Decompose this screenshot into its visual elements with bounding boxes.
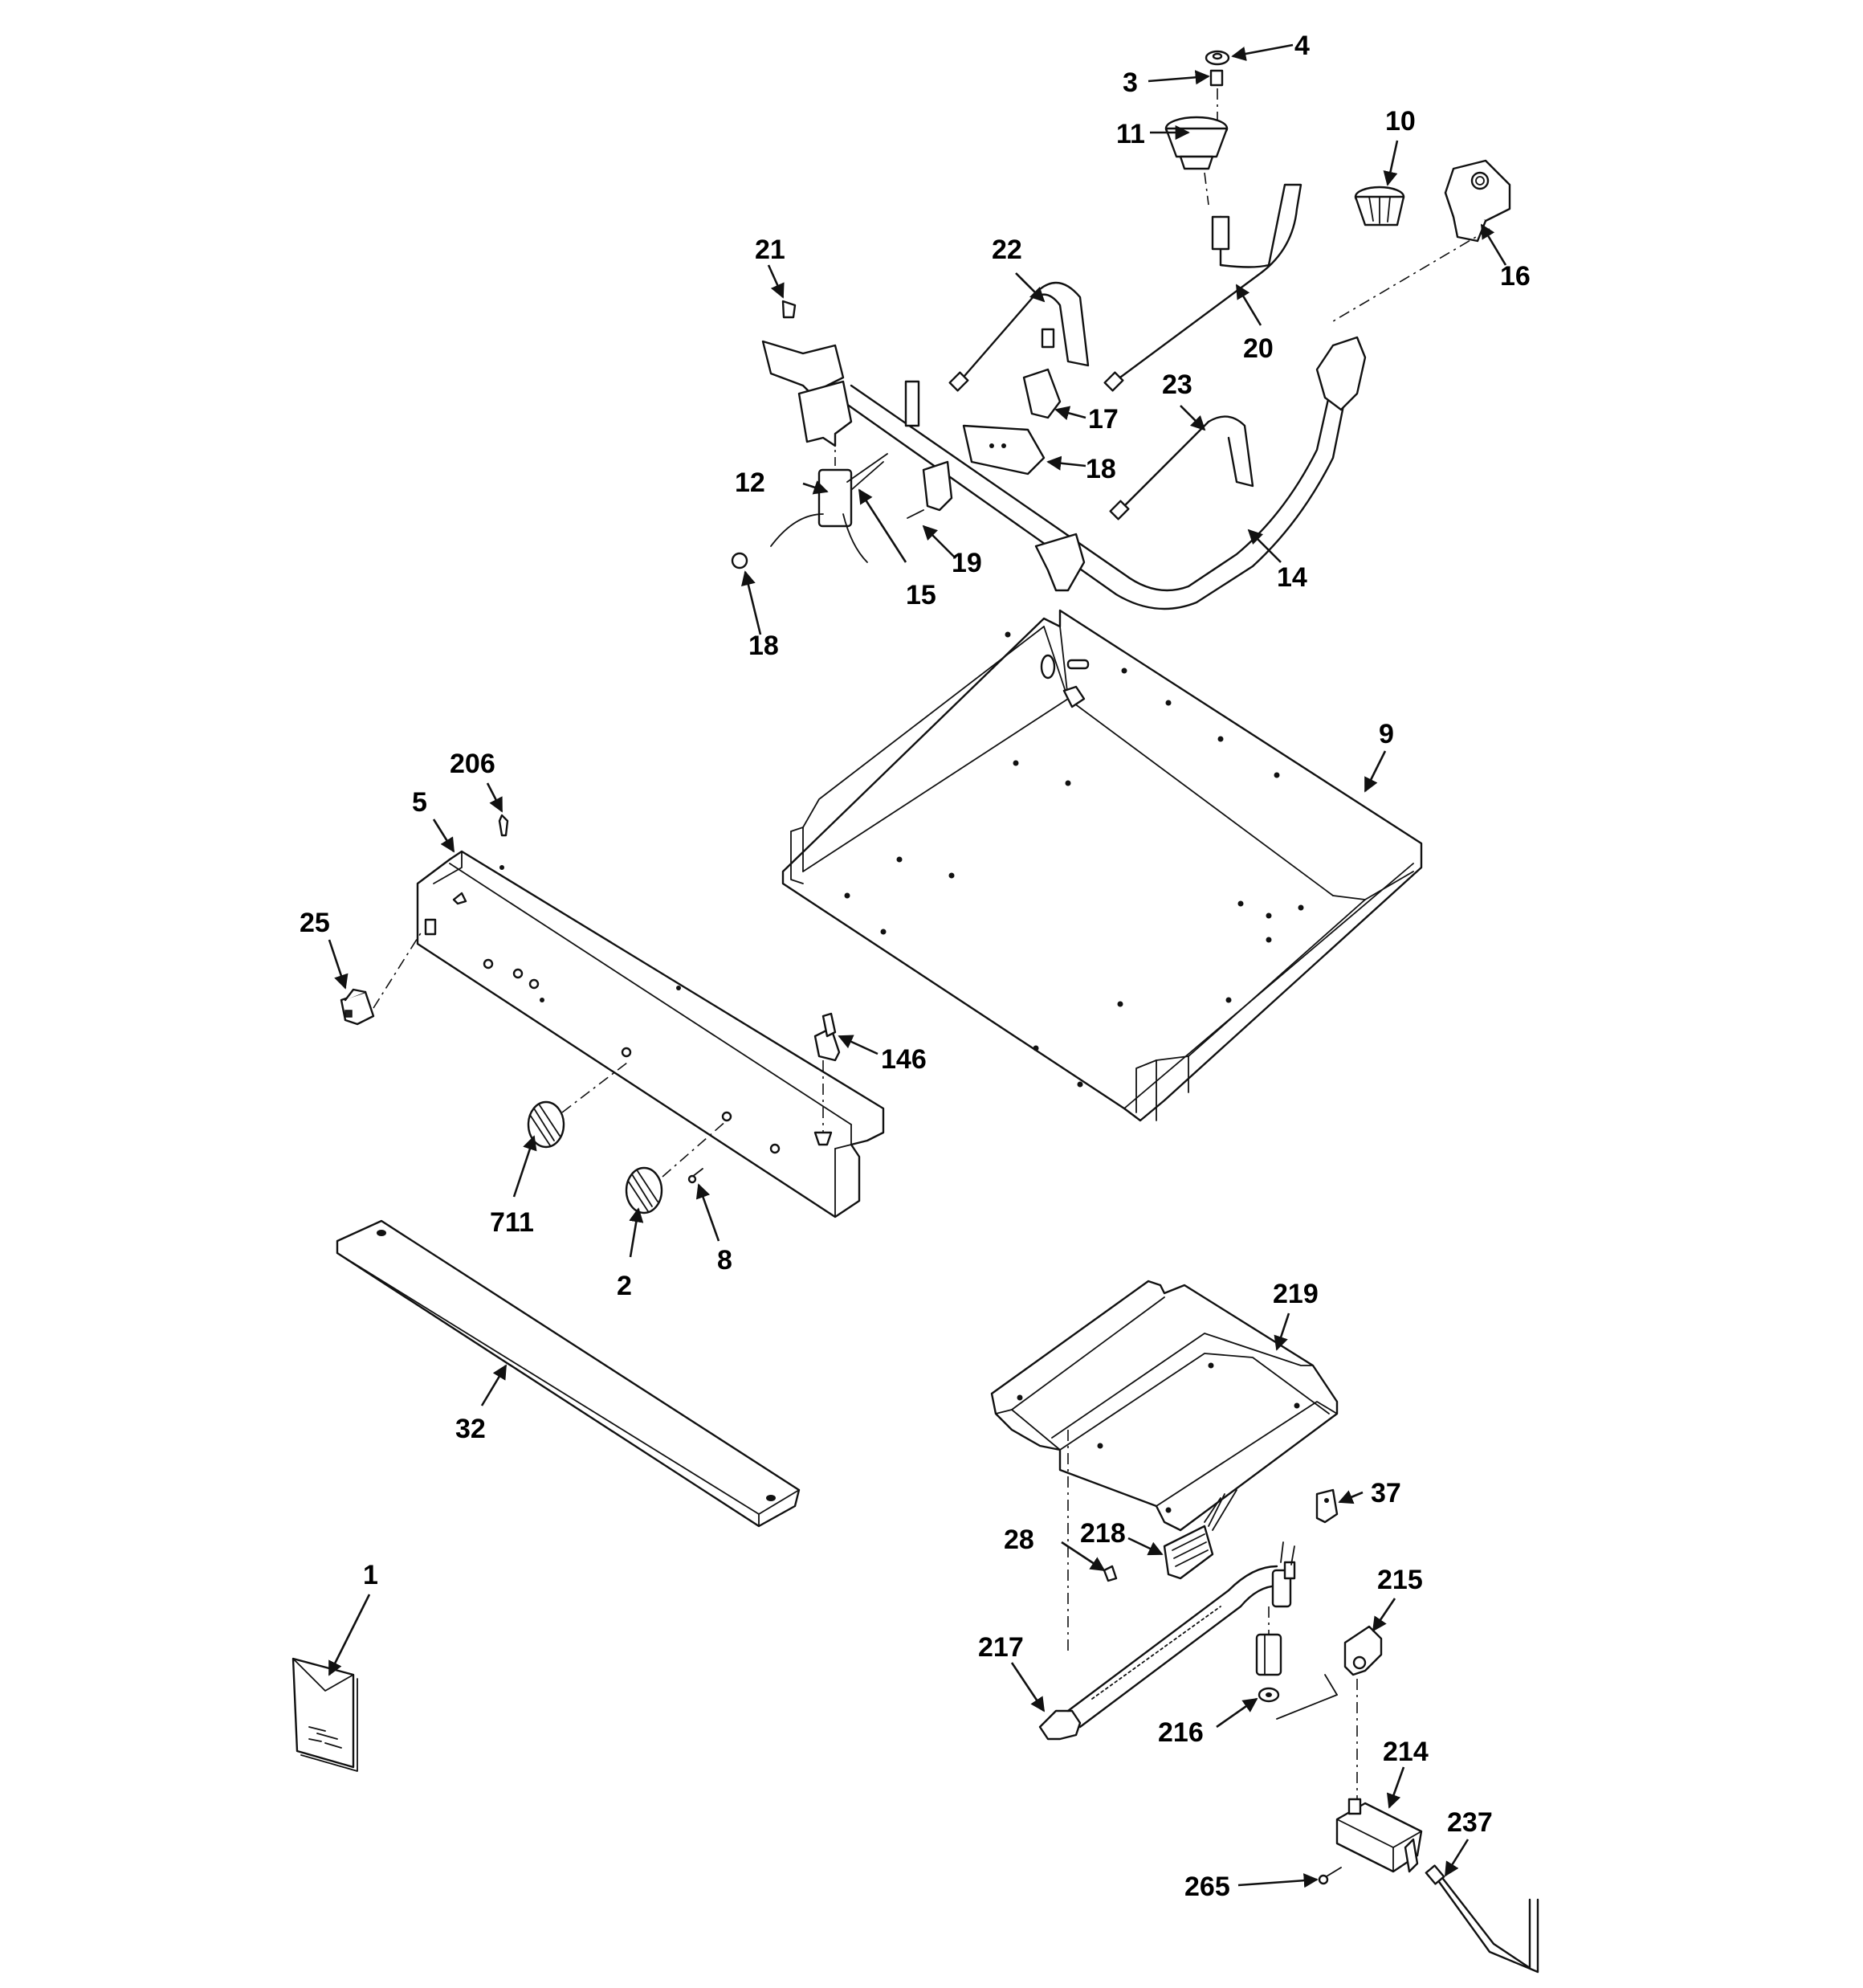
label-4: 4 [1294, 31, 1310, 61]
label-5: 5 [412, 787, 427, 818]
capillary-237 [1436, 1870, 1531, 1970]
panel-front [416, 850, 885, 1219]
orifice-216 [1255, 1606, 1282, 1703]
label-18b: 18 [748, 631, 779, 661]
label-237: 237 [1447, 1807, 1493, 1838]
label-711: 711 [490, 1207, 534, 1238]
label-216: 216 [1158, 1717, 1204, 1748]
label-218: 218 [1080, 1518, 1126, 1549]
leader-lines [328, 43, 1507, 1888]
trim-strip-32 [336, 1219, 801, 1528]
label-214: 214 [1383, 1737, 1429, 1767]
label-15: 15 [906, 580, 936, 610]
screw-265 [1318, 1874, 1329, 1885]
screw-206 [498, 814, 509, 837]
valve-block [1022, 368, 1062, 419]
label-21: 21 [755, 235, 785, 265]
bracket-right [1034, 533, 1086, 592]
envelope-1 [291, 1657, 355, 1769]
label-11: 11 [1116, 119, 1145, 149]
burner-box-9 [781, 609, 1423, 1122]
bracket-mid-left [797, 380, 853, 447]
label-2: 2 [617, 1271, 632, 1301]
manifold-pipe [850, 376, 1335, 592]
label-17: 17 [1088, 404, 1119, 435]
label-28: 28 [1004, 1525, 1034, 1555]
tube-22 [958, 281, 1090, 383]
switch-25 [340, 990, 375, 1026]
part-3 [1209, 69, 1224, 87]
knob-711 [527, 1100, 565, 1149]
label-14: 14 [1277, 562, 1307, 593]
label-265: 265 [1184, 1872, 1230, 1902]
label-9: 9 [1379, 719, 1394, 749]
post [904, 380, 920, 427]
label-219: 219 [1273, 1279, 1319, 1309]
label-16: 16 [1500, 261, 1531, 292]
label-217: 217 [978, 1632, 1024, 1663]
knob-2 [625, 1166, 663, 1214]
literature-envelope-1 [291, 1657, 358, 1772]
label-10: 10 [1385, 106, 1416, 137]
manifold-end-bracket [1315, 336, 1367, 411]
label-146: 146 [881, 1044, 927, 1075]
bracket-mid [922, 460, 953, 512]
part-28 [1103, 1565, 1118, 1582]
label-19: 19 [952, 548, 982, 578]
label-25: 25 [300, 908, 330, 938]
label-215: 215 [1377, 1565, 1423, 1595]
shield-219 [990, 1280, 1339, 1532]
label-37: 37 [1371, 1478, 1401, 1508]
bracket-plate [962, 424, 1046, 476]
control-panel-5 [340, 814, 885, 1219]
label-32: 32 [455, 1414, 486, 1444]
label-18a: 18 [1086, 454, 1116, 484]
label-20: 20 [1243, 333, 1274, 364]
label-23: 23 [1162, 369, 1192, 400]
screw-21 [781, 300, 797, 319]
label-1: 1 [363, 1560, 378, 1590]
tube-23 [1119, 415, 1254, 512]
nut-18 [731, 552, 748, 569]
burner-217 [1038, 1541, 1296, 1741]
label-206: 206 [450, 749, 495, 779]
tray-outer [781, 609, 1423, 1122]
tube-20 [1113, 183, 1302, 383]
manifold-assembly [731, 50, 1511, 610]
valve-body [817, 468, 853, 528]
part-37 [1315, 1488, 1339, 1524]
valve-214 [1335, 1802, 1423, 1873]
callout-labels: 4 3 11 10 16 21 22 20 17 18 23 12 15 19 … [300, 31, 1531, 1902]
label-8: 8 [717, 1245, 732, 1276]
label-22: 22 [992, 235, 1022, 265]
broiler-assembly [990, 1280, 1539, 1974]
label-3: 3 [1123, 67, 1138, 98]
label-12: 12 [735, 467, 765, 498]
